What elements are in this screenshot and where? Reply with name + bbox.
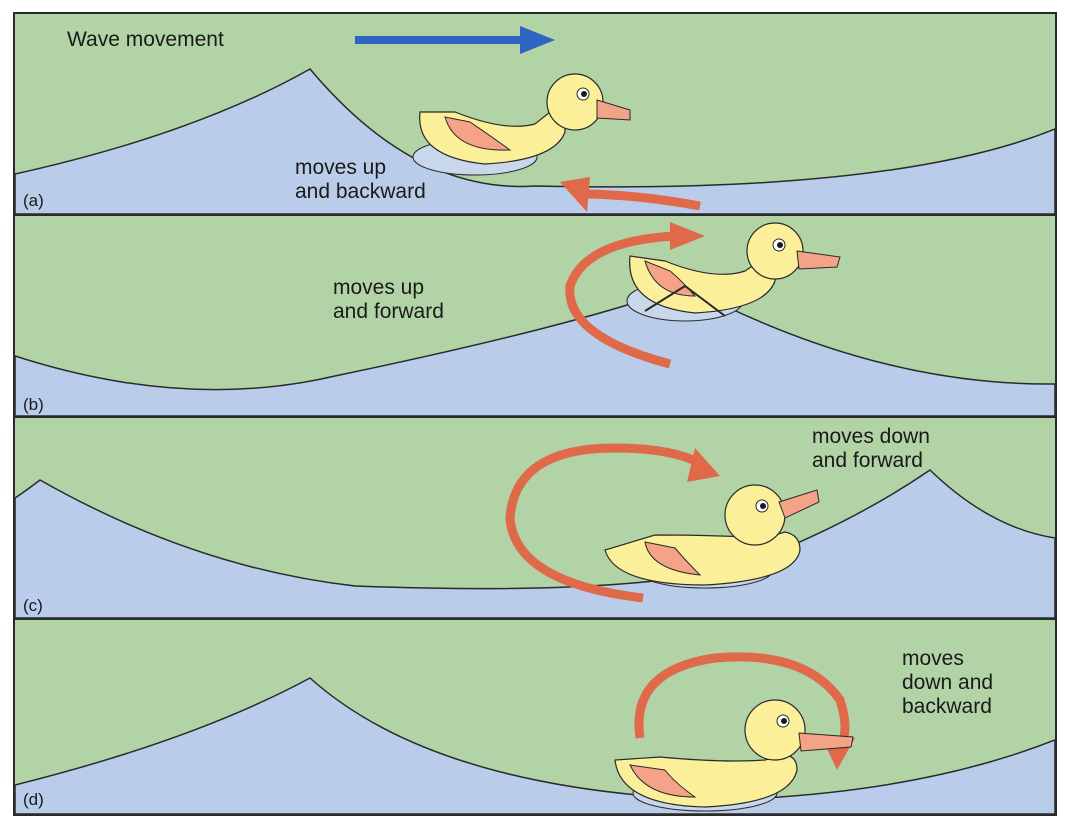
diagram-frame: Wave movement moves up and backward (a) … [13,12,1057,816]
panel-b [15,216,1055,416]
caption-b: moves up and forward [333,276,444,324]
caption-c: moves down and forward [812,425,930,473]
panel-label-d: (d) [23,790,44,810]
caption-d: moves down and backward [902,647,993,719]
panel-label-a: (a) [23,191,44,211]
caption-a: moves up and backward [295,156,426,204]
wave-movement-label: Wave movement [67,28,224,52]
panel-label-b: (b) [23,395,44,415]
panel-label-c: (c) [23,596,43,616]
panel-d [15,620,1055,814]
